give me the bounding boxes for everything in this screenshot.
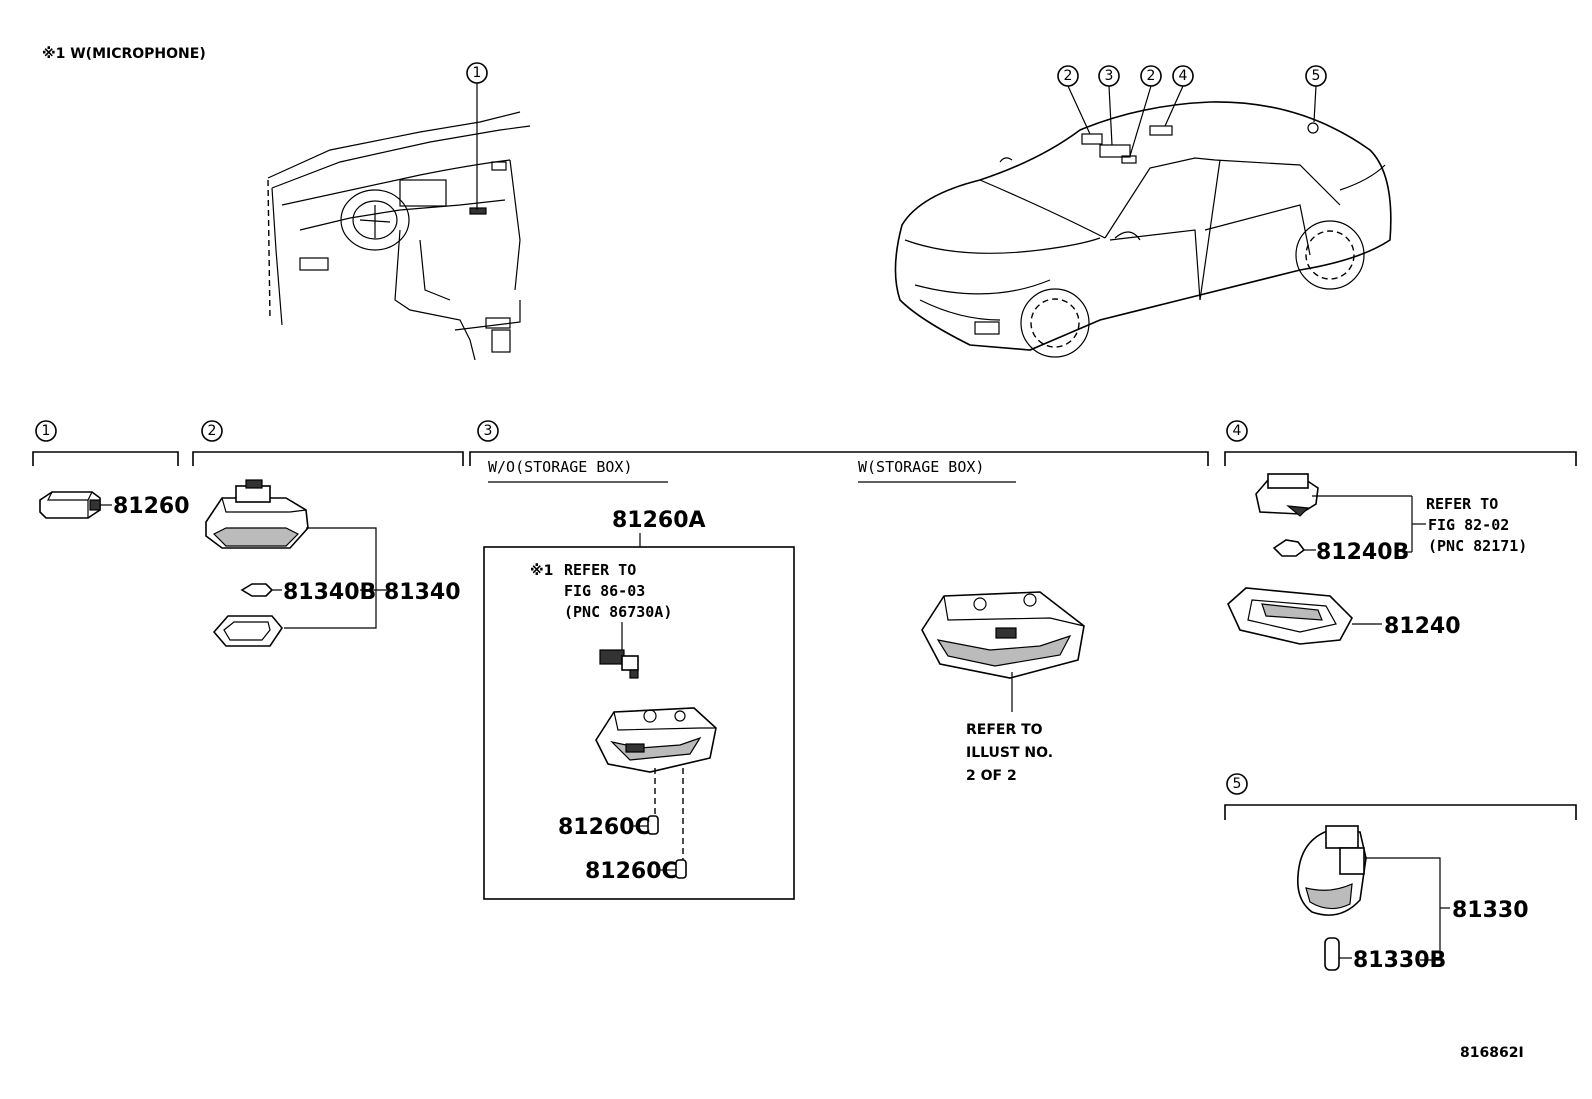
svg-text:REFER TO: REFER TO — [966, 722, 1043, 738]
svg-text:FIG 82-02: FIG 82-02 — [1428, 516, 1509, 534]
svg-text:REFER TO: REFER TO — [1426, 495, 1498, 513]
section-2-vanity-lamp: 81340B 81340 — [205, 479, 461, 647]
section-4-header: 4 — [1224, 420, 1577, 466]
svg-text:3: 3 — [1105, 68, 1114, 84]
svg-text:(PNC 86730A): (PNC 86730A) — [564, 603, 672, 621]
svg-text:5: 5 — [1312, 68, 1321, 84]
illustration-number: 816862I — [1460, 1045, 1524, 1061]
car-callout-2a: 2 — [1057, 65, 1091, 135]
section-1-header: 1 — [32, 420, 179, 466]
car-callout-5: 5 — [1305, 65, 1327, 123]
section-5-header: 5 — [1224, 773, 1577, 820]
svg-text:ILLUST NO.: ILLUST NO. — [966, 745, 1053, 761]
svg-text:1: 1 — [473, 65, 482, 81]
svg-text:REFER TO: REFER TO — [564, 561, 636, 579]
section-3-map-lamp: W/O(STORAGE BOX) W(STORAGE BOX) 81260A ※… — [483, 458, 1085, 900]
part-81340B: 81340B — [283, 580, 376, 605]
part-81240: 81240 — [1384, 614, 1461, 639]
car-illustration — [894, 101, 1392, 358]
svg-text:FIG 86-03: FIG 86-03 — [564, 582, 645, 600]
svg-text:4: 4 — [1179, 68, 1188, 84]
part-81260C-2: 81260C — [585, 859, 678, 884]
svg-text:1: 1 — [42, 423, 51, 439]
section-5-luggage-lamp: 81330 81330B — [1296, 825, 1529, 973]
dashboard-illustration — [267, 111, 531, 361]
section-4-room-lamp: REFER TO FIG 82-02 (PNC 82171) 81240B 81… — [1227, 473, 1527, 645]
svg-text:2 OF 2: 2 OF 2 — [966, 768, 1017, 784]
part-81330: 81330 — [1452, 898, 1529, 923]
part-81340: 81340 — [384, 580, 461, 605]
car-callout-2b: 2 — [1129, 65, 1162, 157]
svg-text:※1: ※1 — [530, 563, 553, 579]
svg-text:5: 5 — [1233, 776, 1242, 792]
svg-text:2: 2 — [1064, 68, 1073, 84]
car-callout-4: 4 — [1164, 65, 1194, 127]
svg-text:2: 2 — [208, 423, 217, 439]
car-callout-3: 3 — [1098, 65, 1120, 146]
part-81260: 81260 — [113, 494, 190, 519]
svg-text:(PNC 82171): (PNC 82171) — [1428, 537, 1527, 555]
section-1-microphone: 81260 — [39, 491, 190, 519]
part-81260A: 81260A — [612, 508, 706, 533]
wo-storage-box-label: W/O(STORAGE BOX) — [488, 458, 633, 476]
assembly-box — [483, 546, 795, 900]
part-81240B: 81240B — [1316, 540, 1409, 565]
w-storage-box-label: W(STORAGE BOX) — [858, 458, 984, 476]
part-81260C-1: 81260C — [558, 815, 651, 840]
section-3-header: 3 — [469, 420, 1209, 466]
part-81330B: 81330B — [1353, 948, 1446, 973]
dashboard-callout-1: 1 — [466, 62, 488, 210]
svg-text:3: 3 — [484, 423, 493, 439]
header-note: ※1 W(MICROPHONE) — [42, 46, 206, 62]
svg-text:4: 4 — [1233, 423, 1242, 439]
section-2-header: 2 — [192, 420, 464, 466]
svg-text:2: 2 — [1147, 68, 1156, 84]
